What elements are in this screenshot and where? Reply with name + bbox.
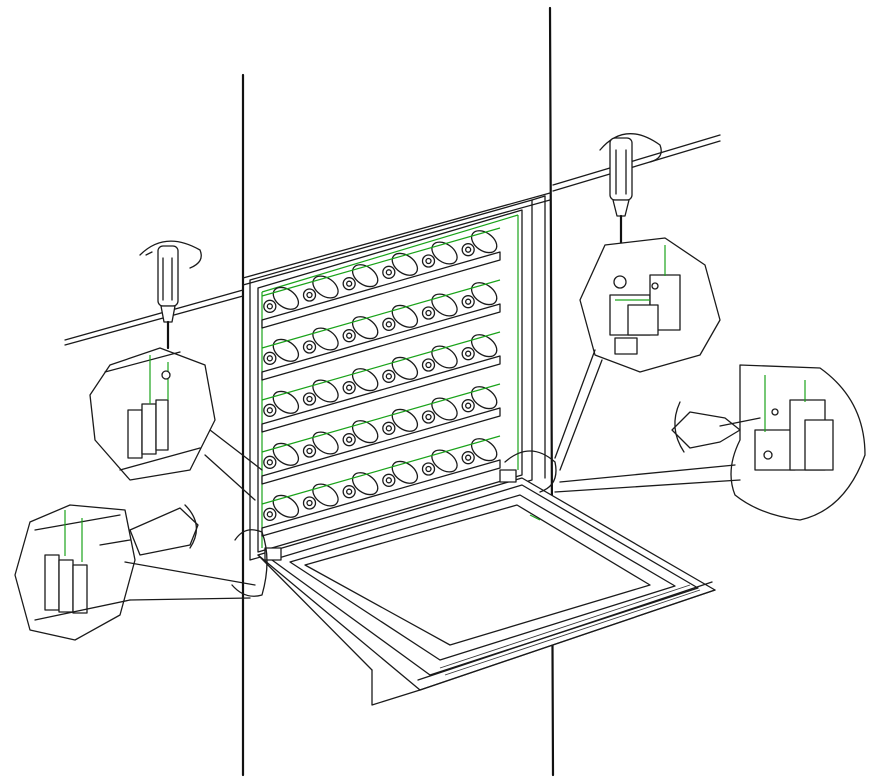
wine-bottle [382, 356, 419, 383]
wine-bottle [342, 472, 379, 499]
wine-bottle [263, 286, 300, 313]
rack-shelf [261, 407, 501, 485]
wine-bottle [382, 252, 419, 279]
shelf-guide-line [261, 435, 501, 505]
wine-bottle [461, 282, 498, 309]
detail-hinge-top-left [89, 347, 263, 501]
wine-bottle [421, 397, 458, 424]
magnifier-left [231, 529, 268, 597]
detail-hinge-top-right [554, 237, 721, 471]
wine-cooler-rack [261, 227, 501, 537]
rack-shelf [261, 355, 501, 433]
wine-bottle [461, 334, 498, 361]
screwdriver-right [599, 132, 662, 247]
wine-bottle [263, 442, 300, 469]
screwdriver-left [139, 240, 202, 350]
shelf-guide-line [261, 331, 501, 401]
rack-shelf [261, 303, 501, 381]
detail-hinge-bottom-left [14, 504, 256, 641]
wine-bottle [461, 438, 498, 465]
wine-bottle [461, 386, 498, 413]
wine-bottle [382, 408, 419, 435]
wine-bottle [342, 420, 379, 447]
wine-bottle [263, 494, 300, 521]
wine-bottle [421, 241, 458, 268]
wine-bottle [461, 230, 498, 257]
shelf-guide-line [261, 279, 501, 349]
detail-hinge-bottom-right [554, 364, 866, 521]
open-door [257, 469, 716, 706]
rack-shelf [261, 251, 501, 329]
wine-bottle [263, 390, 300, 417]
wine-bottle [302, 275, 339, 302]
wine-cooler-body [249, 195, 546, 561]
wine-bottle [342, 368, 379, 395]
wine-bottle [263, 338, 300, 365]
wine-bottle [421, 345, 458, 372]
wine-bottle [302, 431, 339, 458]
shelf-guide-line [261, 227, 501, 297]
wine-bottle [302, 379, 339, 406]
wine-bottle [421, 293, 458, 320]
wine-bottle [302, 327, 339, 354]
wine-bottle [302, 483, 339, 510]
wine-bottle [382, 460, 419, 487]
wall-cabinet [64, 6, 721, 777]
wine-bottle [342, 316, 379, 343]
shelf-guide-line [261, 383, 501, 453]
magnifier-right [504, 450, 557, 493]
wine-bottle [342, 264, 379, 291]
wine-bottle [421, 449, 458, 476]
wine-bottle [382, 304, 419, 331]
